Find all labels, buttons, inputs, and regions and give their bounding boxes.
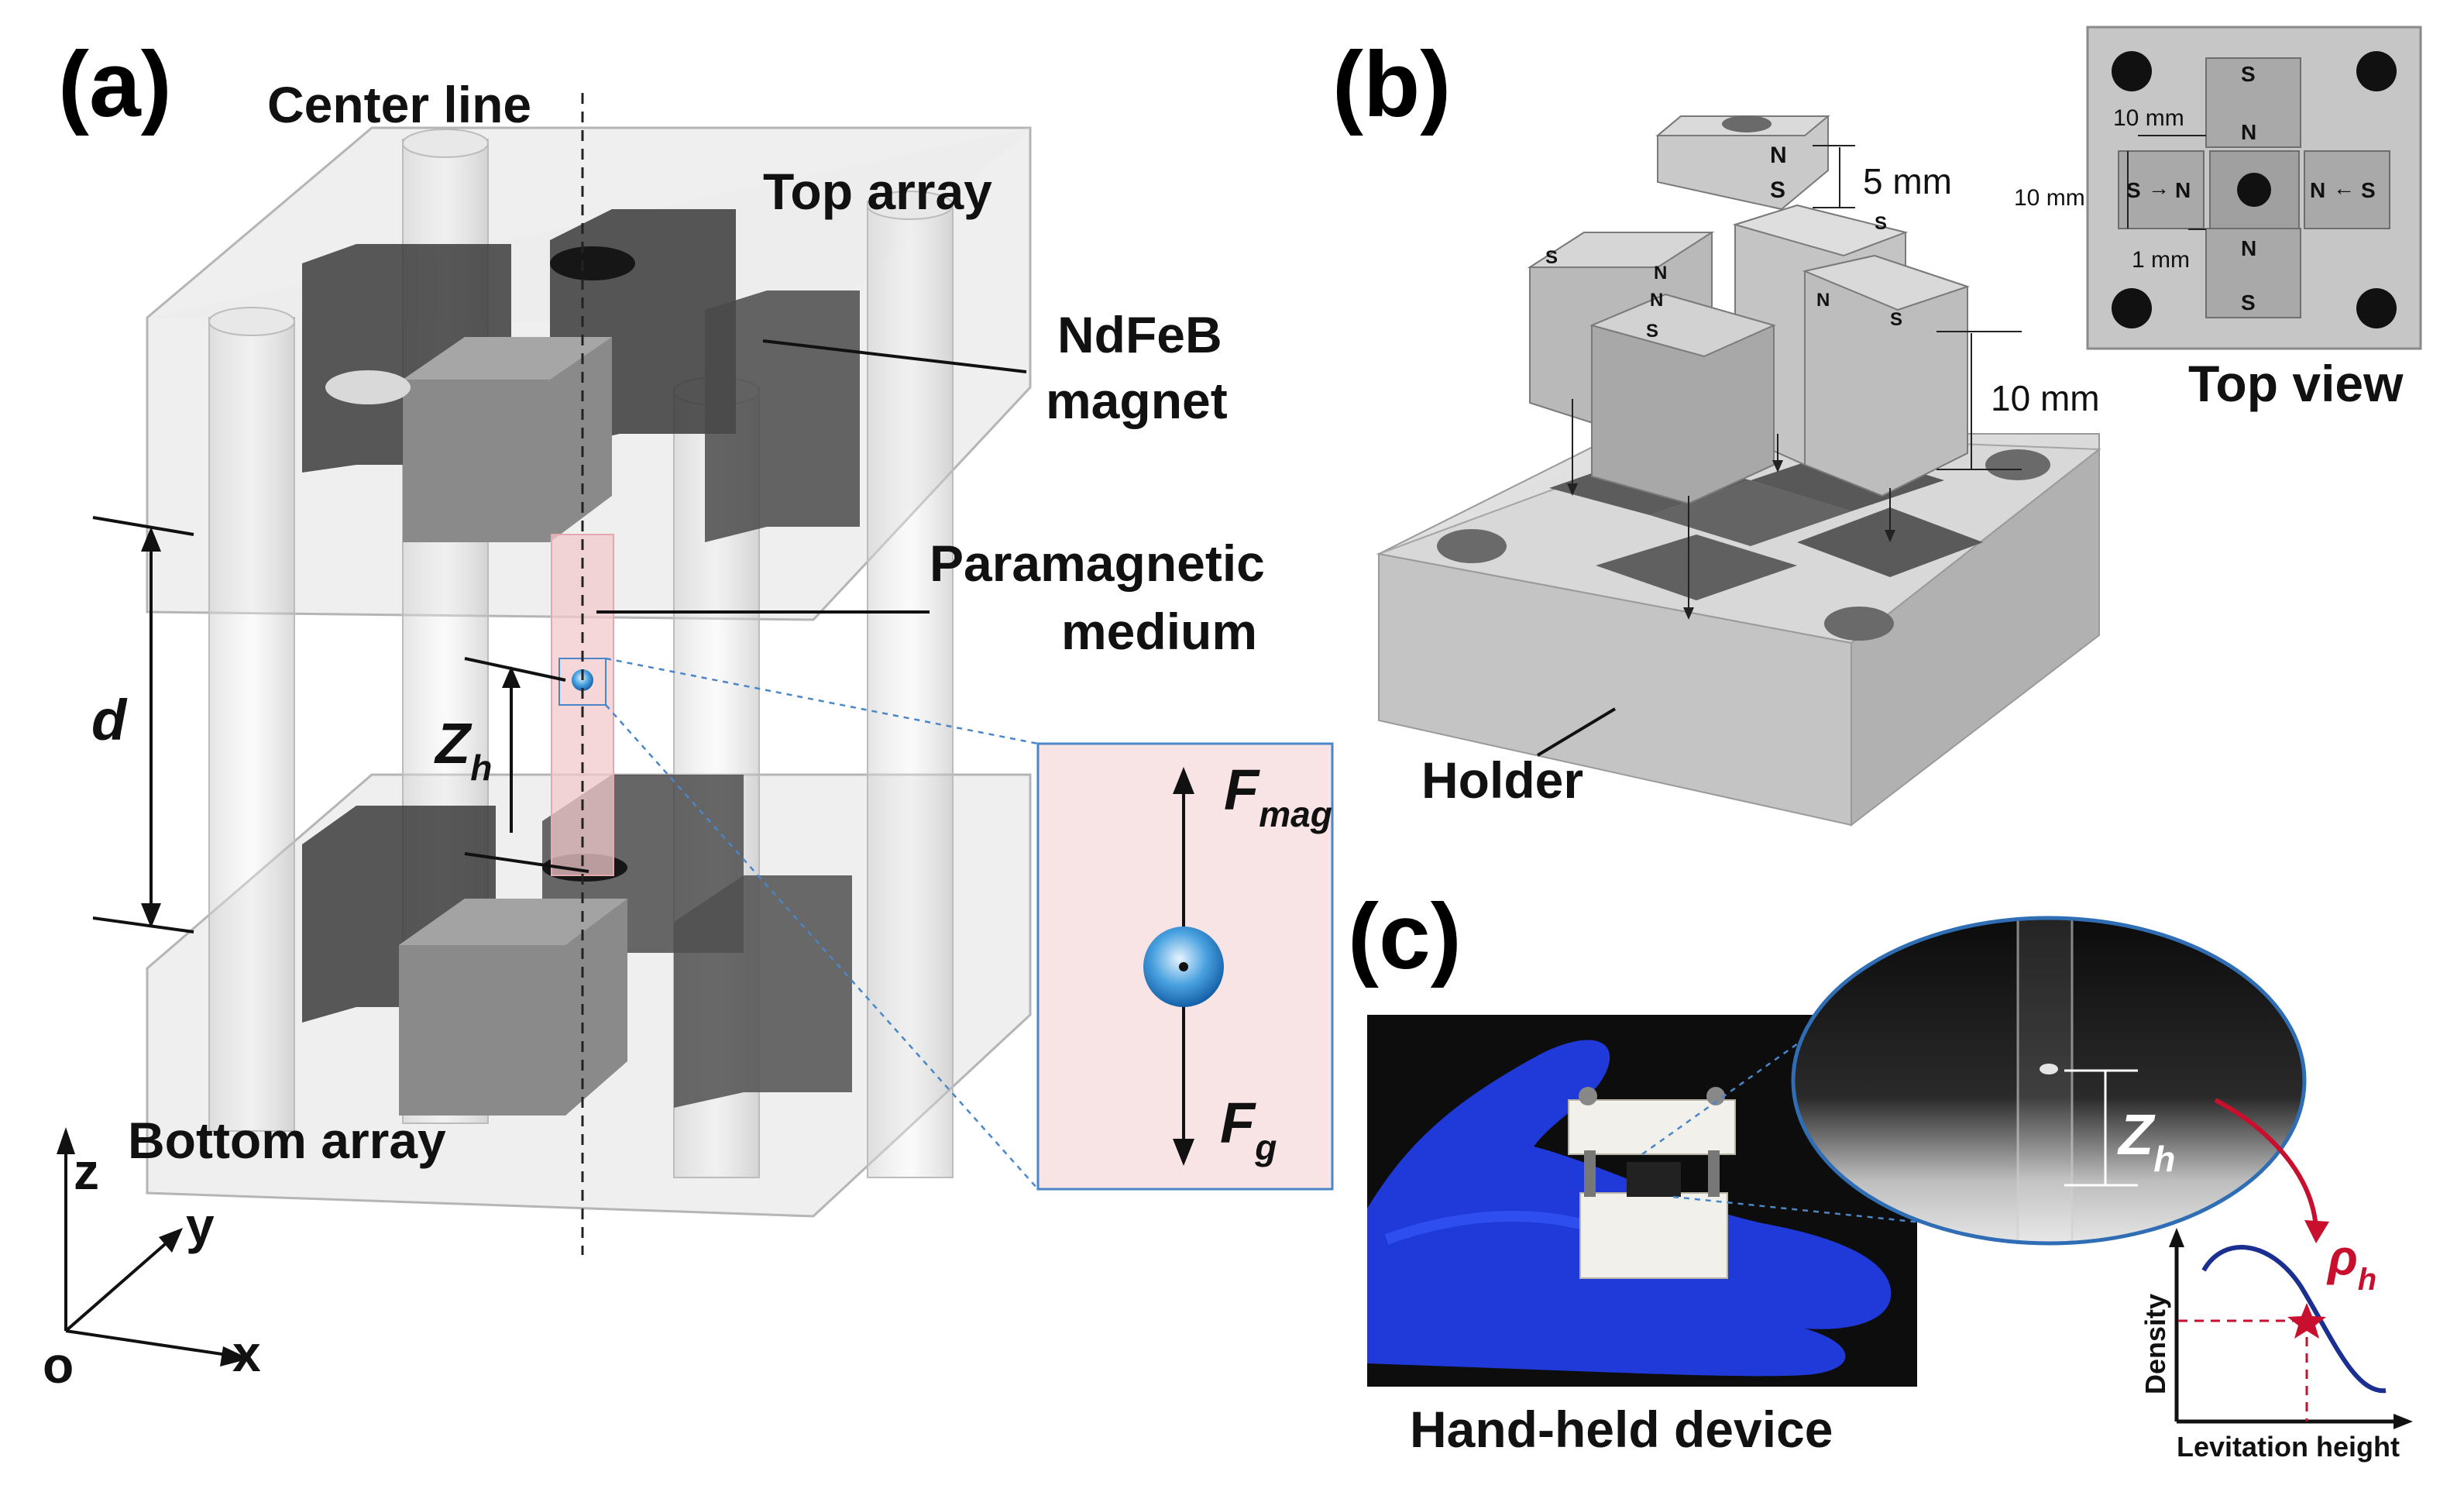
top-view-title: Top view bbox=[2188, 355, 2404, 412]
dim-10mm-label: 10 mm bbox=[1991, 378, 2100, 418]
holder-label: Holder bbox=[1421, 751, 1583, 809]
tv-top-south: S bbox=[2241, 62, 2256, 86]
cube-4-north: N bbox=[1816, 290, 1830, 311]
coordinate-axes bbox=[57, 1127, 249, 1367]
d-label: d bbox=[91, 688, 128, 752]
cube-top-south: S bbox=[1770, 177, 1785, 203]
cube-1-south: S bbox=[1545, 247, 1558, 268]
fg-label: Fg bbox=[1220, 1091, 1277, 1167]
zh-dimension bbox=[464, 657, 589, 873]
axis-z-label: z bbox=[74, 1143, 99, 1200]
top-array-label: Top array bbox=[763, 163, 992, 220]
bottom-magnets bbox=[302, 775, 852, 1116]
dim-5mm-label: 5 mm bbox=[1863, 161, 1952, 201]
rho-label: ρh bbox=[2326, 1229, 2376, 1297]
tv-left-north: N bbox=[2175, 178, 2191, 202]
cube-3-south: S bbox=[1875, 213, 1887, 234]
magnet-label-line2: magnet bbox=[1046, 372, 1228, 429]
axis-origin-label: o bbox=[43, 1336, 74, 1394]
holder-hole-3 bbox=[1985, 449, 2050, 480]
medium-label-line2: medium bbox=[1061, 603, 1257, 660]
medium-label-line1: Paramagnetic bbox=[930, 535, 1265, 592]
density-star bbox=[2287, 1303, 2326, 1339]
rho-arrow bbox=[2214, 1098, 2318, 1229]
fg-arrowhead bbox=[1173, 1139, 1194, 1166]
d-dimension bbox=[92, 516, 194, 933]
tv-right-north: N bbox=[2310, 178, 2325, 202]
center-line-label: Center line bbox=[267, 76, 531, 133]
plot-xlabel: Levitation height bbox=[2177, 1431, 2400, 1463]
photo-zh-label: Zh bbox=[2117, 1102, 2175, 1179]
tv-dim-10mm-left: 10 mm bbox=[2014, 185, 2085, 211]
hand-held-caption: Hand-held device bbox=[1410, 1401, 1833, 1458]
holder-leader bbox=[1536, 707, 1617, 757]
cube-2-south: S bbox=[1646, 321, 1658, 342]
photo-zoom-line-top bbox=[1641, 1029, 1817, 1156]
tv-left-south: S bbox=[2126, 178, 2141, 202]
top-magnets bbox=[302, 209, 860, 542]
panel-b-label: (b) bbox=[1332, 33, 1451, 136]
panel-b: (b) N bbox=[1332, 26, 2422, 827]
panel-a: (a) bbox=[43, 33, 1334, 1394]
photo-zh-dimension bbox=[2064, 1069, 2138, 1187]
fmag-arrowhead bbox=[1173, 767, 1194, 794]
tv-left-arrow: → bbox=[2148, 176, 2170, 200]
holder-hole-1 bbox=[1437, 529, 1507, 563]
cube-2-north: N bbox=[1650, 290, 1663, 311]
magnet-label-line1: NdFeB bbox=[1057, 306, 1222, 363]
tv-right-south: S bbox=[2361, 178, 2376, 202]
inset-particle-center bbox=[1179, 962, 1188, 971]
zoom-line-top bbox=[605, 657, 1039, 745]
rho-arrowhead bbox=[2304, 1220, 2329, 1243]
density-curve bbox=[2201, 1245, 2387, 1394]
magnified-view-border bbox=[1791, 916, 2307, 1246]
plot-ylabel: Density bbox=[2139, 1294, 2171, 1394]
photo-zoom-line-bottom bbox=[1672, 1195, 1937, 1226]
tv-right-arrow: ← bbox=[2333, 176, 2355, 200]
panel-a-label: (a) bbox=[58, 33, 172, 136]
drop-arrows bbox=[1567, 399, 1895, 620]
axis-y-label: y bbox=[186, 1197, 215, 1254]
magnet-leader bbox=[762, 339, 1027, 373]
panel-c: (c) Hand-held device bbox=[1348, 885, 2413, 1463]
tv-top-north: N bbox=[2241, 120, 2256, 144]
tv-bottom-north: N bbox=[2241, 236, 2256, 260]
top-view-inset bbox=[2086, 26, 2422, 350]
tv-bottom-south: S bbox=[2241, 290, 2256, 315]
magnified-view bbox=[1793, 918, 2304, 1243]
tv-dim-10mm-top: 10 mm bbox=[2113, 105, 2184, 131]
cube-1-north: N bbox=[1654, 263, 1667, 284]
cube-top-north: N bbox=[1770, 143, 1787, 168]
magnet-cubes bbox=[1527, 115, 1971, 505]
holder-hole-2 bbox=[1824, 607, 1894, 641]
tv-dim-1mm: 1 mm bbox=[2132, 247, 2190, 273]
holder-side bbox=[1851, 447, 2100, 827]
zh-label: Zh bbox=[434, 711, 492, 788]
density-plot bbox=[2169, 1228, 2413, 1429]
axis-x-label: x bbox=[232, 1325, 261, 1382]
fmag-label: Fmag bbox=[1224, 758, 1332, 834]
cube-4-south: S bbox=[1890, 309, 1902, 330]
panel-c-label: (c) bbox=[1348, 885, 1462, 988]
bottom-array-label: Bottom array bbox=[128, 1112, 446, 1169]
